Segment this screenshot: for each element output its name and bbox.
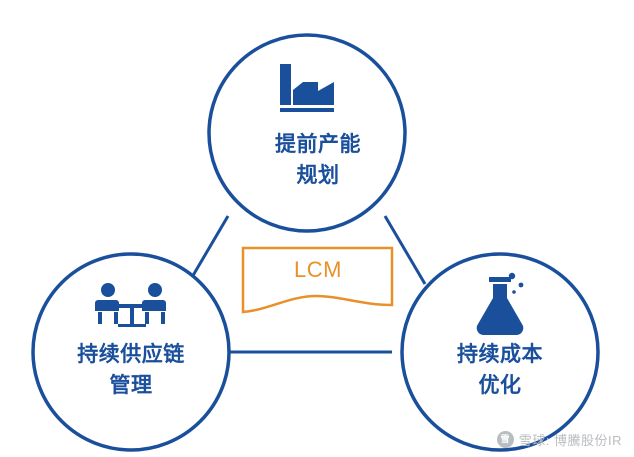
node-circle-left[interactable]: [31, 252, 231, 452]
center-label-lcm: LCM: [294, 257, 342, 282]
watermark: 雪 雪球: 博騰股份IR: [496, 430, 622, 449]
connector-lines: [186, 215, 427, 354]
flask-icon: [476, 272, 524, 336]
watermark-text: 雪球: 博騰股份IR: [518, 433, 622, 448]
meeting-people-icon: [95, 283, 166, 327]
factory-icon: [280, 64, 334, 112]
center-banner: [241, 246, 394, 314]
watermark-logo-icon: 雪: [496, 431, 514, 448]
node-circle-top[interactable]: [207, 33, 407, 233]
node-circle-right[interactable]: [400, 252, 600, 452]
